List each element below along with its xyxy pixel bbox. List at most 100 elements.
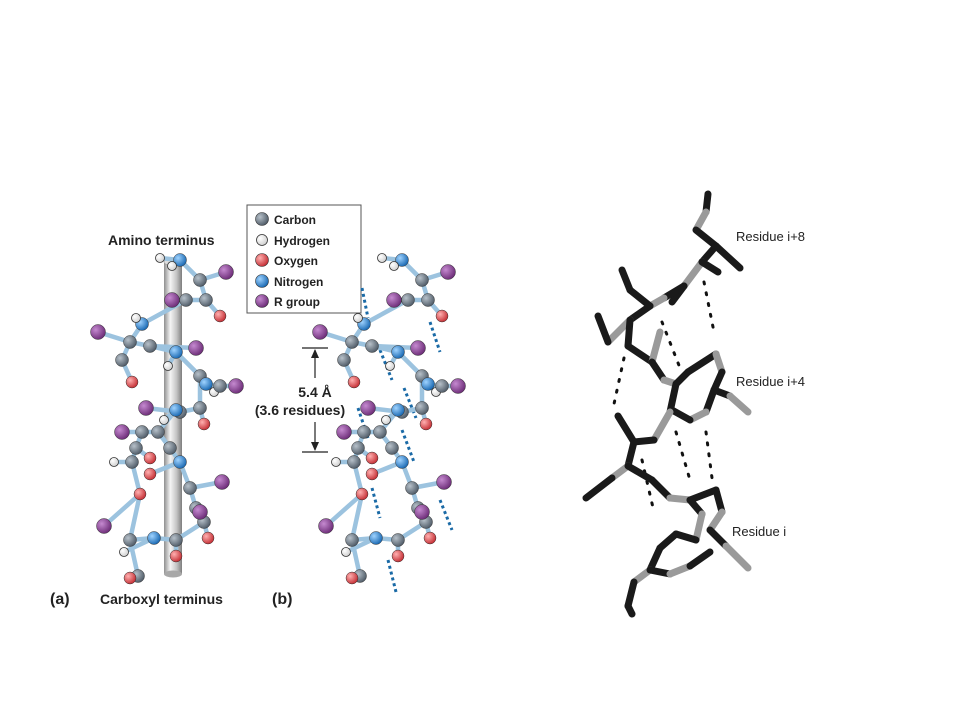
panel-b-label: (b) (272, 591, 292, 608)
nitrogen-atom (421, 377, 435, 391)
backbone-stick (686, 486, 720, 504)
carbon-atom (125, 455, 139, 469)
amino-terminus-label: Amino terminus (108, 232, 215, 248)
oxygen-atom (347, 375, 361, 389)
backbone-stick (698, 258, 722, 276)
hydrogen-bond (428, 321, 442, 353)
oxygen-atom (365, 451, 379, 465)
hydrogen-bond (378, 349, 394, 381)
pitch-value: 5.4 Å (298, 384, 331, 400)
residue-i8-label: Residue i+8 (736, 229, 805, 244)
oxygen-atom (345, 571, 359, 585)
svg-text:Nitrogen: Nitrogen (274, 275, 323, 289)
backbone-stick (684, 350, 720, 376)
carbon-atom (351, 441, 365, 455)
r-group-atom (188, 340, 204, 356)
oxygen-atom (169, 549, 183, 563)
nitrogen-atom (169, 345, 183, 359)
backbone-stick (648, 358, 668, 384)
r-group-atom (360, 400, 376, 416)
panel-a-model: Amino terminus Carboxyl terminus (a) (50, 232, 244, 608)
backbone-stick (624, 342, 656, 366)
hydrogen-atom (377, 253, 387, 263)
backbone-stick (660, 282, 688, 302)
r-group-atom (318, 518, 334, 534)
backbone-stick (624, 438, 638, 470)
backbone-stick (650, 408, 674, 444)
legend-item-nitrogen: Nitrogen (255, 274, 323, 289)
panel-a-atoms (90, 253, 244, 585)
hydrogen-atom (163, 361, 173, 371)
carbon-atom (435, 379, 449, 393)
r-group-atom (436, 474, 452, 490)
svg-text:Carbon: Carbon (274, 213, 316, 227)
nitrogen-atom (199, 377, 213, 391)
hbond-dotted-line (702, 280, 716, 334)
oxygen-swatch-icon (255, 253, 269, 267)
carbon-atom (357, 425, 371, 439)
oxygen-atom (213, 309, 227, 323)
hydrogen-atom (167, 261, 177, 271)
bond (101, 491, 143, 529)
pitch-dimension-marker: 5.4 Å (3.6 residues) (255, 347, 345, 453)
carbon-atom (401, 293, 415, 307)
backbone-stick (666, 562, 694, 578)
hydrogen-atom (389, 261, 399, 271)
backbone-stick (624, 578, 638, 610)
carbon-atom (123, 533, 137, 547)
hbond-dotted-line (704, 430, 714, 480)
backbone-hbond-dots (612, 280, 716, 514)
hydrogen-bond (370, 487, 382, 519)
oxygen-atom (123, 571, 137, 585)
backbone-stick (624, 462, 656, 484)
bond (127, 491, 143, 543)
panel-b-model: (b) 5.4 Å (3.6 residues) (255, 253, 466, 608)
r-group-atom (114, 424, 130, 440)
r-group-atom (90, 324, 106, 340)
backbone-stick (668, 406, 694, 424)
svg-text:Hydrogen: Hydrogen (274, 234, 330, 248)
r-group-swatch-icon (255, 294, 269, 308)
r-group-atom (440, 264, 456, 280)
bond (139, 297, 189, 327)
backbone-stick (692, 226, 720, 250)
backbone-stick (656, 530, 680, 552)
panel-b-atoms (312, 253, 466, 585)
oxygen-atom (197, 417, 211, 431)
hydrogen-atom (381, 415, 391, 425)
bond (361, 297, 411, 327)
residue-i-label: Residue i (732, 524, 786, 539)
carbon-atom (405, 481, 419, 495)
carbon-atom (115, 353, 129, 367)
atom-legend: Carbon Hydrogen Oxygen Nitrogen R group (246, 204, 362, 314)
nitrogen-atom (169, 403, 183, 417)
carbon-atom (415, 273, 429, 287)
r-group-atom (386, 292, 402, 308)
backbone-stick (618, 266, 634, 294)
r-group-atom (414, 504, 430, 520)
backbone-stick (646, 544, 664, 574)
backbone-stick (624, 316, 634, 350)
carbon-atom (415, 401, 429, 415)
oxygen-atom (365, 467, 379, 481)
backbone-stick (626, 302, 654, 324)
backbone-stick (680, 258, 706, 290)
nitrogen-atom (395, 455, 409, 469)
carbon-swatch-icon (255, 212, 269, 226)
backbone-stick (706, 508, 726, 534)
bond (349, 491, 365, 543)
hydrogen-bond (360, 287, 370, 319)
oxygen-atom (423, 531, 437, 545)
r-group-atom (214, 474, 230, 490)
r-group-atom (192, 504, 208, 520)
oxygen-atom (201, 531, 215, 545)
carbon-atom (345, 533, 359, 547)
carbon-atom (213, 379, 227, 393)
panel-a-label: (a) (50, 591, 70, 608)
hbond-dotted-line (612, 356, 626, 406)
backbone-stick (624, 602, 636, 618)
carbon-atom (169, 533, 183, 547)
backbone-stick (614, 412, 638, 446)
oxygen-atom (125, 375, 139, 389)
